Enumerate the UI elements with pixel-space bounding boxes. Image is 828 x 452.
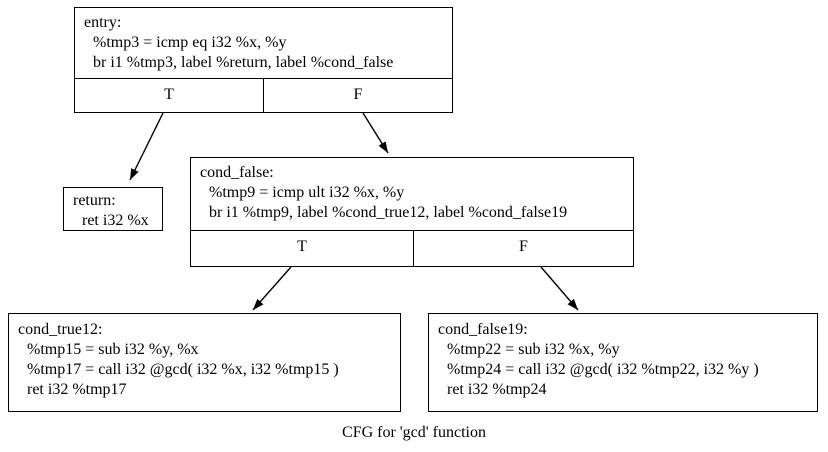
node-cond-false19[interactable]: cond_false19: %tmp22 = sub i32 %x, %y %t… [428,313,818,412]
node-return[interactable]: return: ret i32 %x [63,187,163,231]
node-cond-false19-line-3: ret i32 %tmp24 [443,381,547,398]
node-cond-false19-line-0: cond_false19: [438,321,528,338]
edge-entry-true-to-return [129,112,164,181]
node-cond-true12-line-1: %tmp15 = sub i32 %y, %x [23,341,199,358]
node-cond-false19-body: cond_false19: %tmp22 = sub i32 %x, %y %t… [429,314,817,406]
node-cond-false19-line-1: %tmp22 = sub i32 %x, %y [443,341,620,358]
node-entry-line-2: br i1 %tmp3, label %return, label %cond_… [89,54,394,71]
node-return-body: return: ret i32 %x [64,188,162,237]
diagram-caption: CFG for 'gcd' function [342,424,486,441]
node-cond-true12-line-2: %tmp17 = call i32 @gcd( i32 %x, i32 %tmp… [23,361,339,378]
node-cond-true12[interactable]: cond_true12: %tmp15 = sub i32 %y, %x %tm… [8,313,401,412]
node-cond-false-line-0: cond_false: [200,164,274,181]
node-return-line-1: ret i32 %x [78,212,149,229]
edge-cond-false-true-to-cond-true12 [252,266,292,311]
node-cond-false-body: cond_false: %tmp9 = icmp ult i32 %x, %y … [191,158,633,230]
node-cond-true12-line-0: cond_true12: [18,321,103,338]
node-entry[interactable]: entry: %tmp3 = icmp eq i32 %x, %y br i1 … [74,7,453,113]
node-cond-false-port-false[interactable]: F [519,238,528,255]
node-entry-body: entry: %tmp3 = icmp eq i32 %x, %y br i1 … [75,8,452,78]
node-cond-false-line-2: br i1 %tmp9, label %cond_true12, label %… [205,204,568,221]
node-entry-port-true[interactable]: T [75,79,264,113]
node-cond-false-ports: T F [191,230,633,266]
node-cond-true12-body: cond_true12: %tmp15 = sub i32 %y, %x %tm… [9,314,400,406]
edge-cond-false-false-to-cond-false19 [540,266,579,311]
node-cond-false[interactable]: cond_false: %tmp9 = icmp ult i32 %x, %y … [190,157,634,267]
node-return-line-0: return: [73,192,116,209]
node-cond-false-line-1: %tmp9 = icmp ult i32 %x, %y [205,184,405,201]
node-entry-ports: T F [75,78,452,113]
node-cond-false-port-true[interactable]: T [191,231,414,266]
node-cond-false19-line-2: %tmp24 = call i32 @gcd( i32 %tmp22, i32 … [443,361,759,378]
edge-entry-false-to-cond-false [362,112,389,154]
node-cond-true12-line-3: ret i32 %tmp17 [23,381,127,398]
node-entry-port-false[interactable]: F [353,86,363,103]
node-entry-line-0: entry: [84,14,122,31]
node-entry-line-1: %tmp3 = icmp eq i32 %x, %y [89,34,287,51]
